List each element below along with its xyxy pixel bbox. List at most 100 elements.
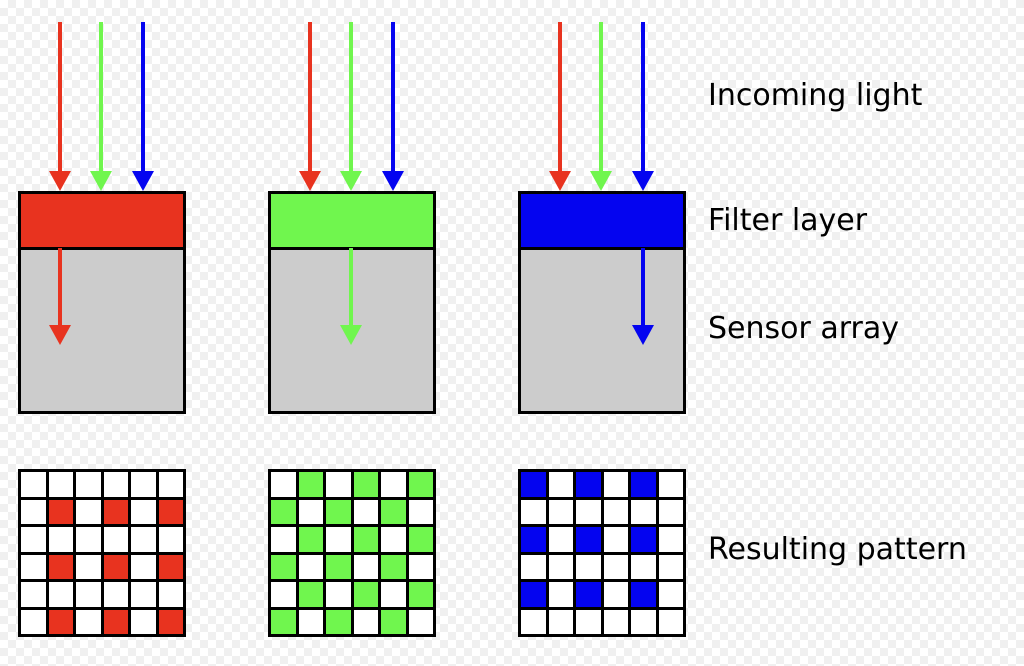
white-pixel-cell (408, 554, 433, 579)
green-filter-panel (268, 0, 436, 414)
red-pixel-cell (158, 609, 183, 634)
green-pixel-cell (353, 472, 378, 497)
white-pixel-cell (158, 472, 183, 497)
filter-layer-label: Filter layer (708, 203, 868, 238)
blue-pixel-cell (576, 472, 601, 497)
arrow-shaft (349, 22, 353, 172)
white-pixel-cell (103, 582, 128, 607)
white-pixel-cell (48, 582, 73, 607)
white-pixel-cell (326, 472, 351, 497)
blue-pixel-cell (631, 472, 656, 497)
blue-pattern-grid (518, 469, 686, 637)
blue-filter-layer (521, 194, 683, 247)
white-pixel-cell (271, 582, 296, 607)
white-pixel-cell (548, 499, 573, 524)
blue-light-arrow (382, 22, 404, 191)
arrow-head-icon (299, 171, 321, 191)
transmitted-red-arrow (49, 248, 71, 345)
white-pixel-cell (631, 554, 656, 579)
red-pixel-cell (103, 609, 128, 634)
filter-sensor-divider (21, 247, 183, 250)
green-pixel-cell (298, 472, 323, 497)
white-pixel-cell (576, 499, 601, 524)
blue-pixel-cell (521, 472, 546, 497)
white-pixel-cell (21, 527, 46, 552)
sensor-array-label: Sensor array (708, 311, 900, 346)
white-pixel-cell (353, 499, 378, 524)
blue-light-arrow (632, 22, 654, 191)
white-pixel-cell (548, 554, 573, 579)
white-pixel-cell (103, 527, 128, 552)
white-pixel-cell (631, 499, 656, 524)
blue-pixel-cell (521, 527, 546, 552)
white-pixel-cell (631, 609, 656, 634)
arrow-shaft (308, 22, 312, 172)
white-pixel-cell (408, 609, 433, 634)
white-pixel-cell (658, 472, 683, 497)
white-pixel-cell (131, 609, 156, 634)
white-pixel-cell (548, 609, 573, 634)
white-pixel-cell (158, 582, 183, 607)
white-pixel-cell (131, 582, 156, 607)
green-pixel-cell (271, 499, 296, 524)
white-pixel-cell (271, 527, 296, 552)
white-pixel-cell (131, 472, 156, 497)
white-pixel-cell (76, 527, 101, 552)
blue-pixel-cell (576, 582, 601, 607)
arrow-head-icon (632, 325, 654, 345)
arrow-head-icon (340, 325, 362, 345)
white-pixel-cell (381, 582, 406, 607)
white-pixel-cell (353, 554, 378, 579)
white-pixel-cell (658, 609, 683, 634)
resulting-pattern-label: Resulting pattern (708, 532, 967, 567)
blue-pixel-cell (631, 527, 656, 552)
blue-light-arrow (132, 22, 154, 191)
white-pixel-cell (21, 499, 46, 524)
white-pixel-cell (271, 472, 296, 497)
white-pixel-cell (131, 499, 156, 524)
arrow-shaft (641, 22, 645, 172)
white-pixel-cell (48, 472, 73, 497)
green-pixel-cell (353, 527, 378, 552)
transmitted-green-arrow (340, 248, 362, 345)
red-pixel-cell (48, 554, 73, 579)
white-pixel-cell (381, 527, 406, 552)
green-pattern-grid (268, 469, 436, 637)
arrow-head-icon (340, 171, 362, 191)
blue-filter-panel (518, 0, 686, 414)
red-filter-panel (18, 0, 186, 414)
white-pixel-cell (48, 527, 73, 552)
white-pixel-cell (548, 582, 573, 607)
white-pixel-cell (521, 609, 546, 634)
blue-pixel-cell (576, 527, 601, 552)
arrow-head-icon (632, 171, 654, 191)
green-pixel-cell (408, 527, 433, 552)
white-pixel-cell (326, 527, 351, 552)
white-pixel-cell (603, 554, 628, 579)
green-pixel-cell (381, 554, 406, 579)
red-pixel-cell (103, 554, 128, 579)
arrow-shaft (599, 22, 603, 172)
green-light-arrow (90, 22, 112, 191)
red-pixel-cell (158, 554, 183, 579)
white-pixel-cell (21, 609, 46, 634)
white-pixel-cell (548, 472, 573, 497)
white-pixel-cell (408, 499, 433, 524)
blue-pixel-cell (521, 582, 546, 607)
arrow-head-icon (382, 171, 404, 191)
green-pixel-cell (271, 554, 296, 579)
red-filter-layer (21, 194, 183, 247)
green-pixel-cell (326, 499, 351, 524)
green-pixel-cell (353, 582, 378, 607)
arrow-shaft (641, 248, 645, 326)
white-pixel-cell (603, 609, 628, 634)
white-pixel-cell (76, 554, 101, 579)
arrow-head-icon (49, 171, 71, 191)
filter-sensor-block (518, 191, 686, 414)
green-pixel-cell (408, 582, 433, 607)
blue-pixel-cell (631, 582, 656, 607)
red-light-arrow (549, 22, 571, 191)
green-pixel-cell (271, 609, 296, 634)
incoming-light-label: Incoming light (708, 78, 923, 113)
